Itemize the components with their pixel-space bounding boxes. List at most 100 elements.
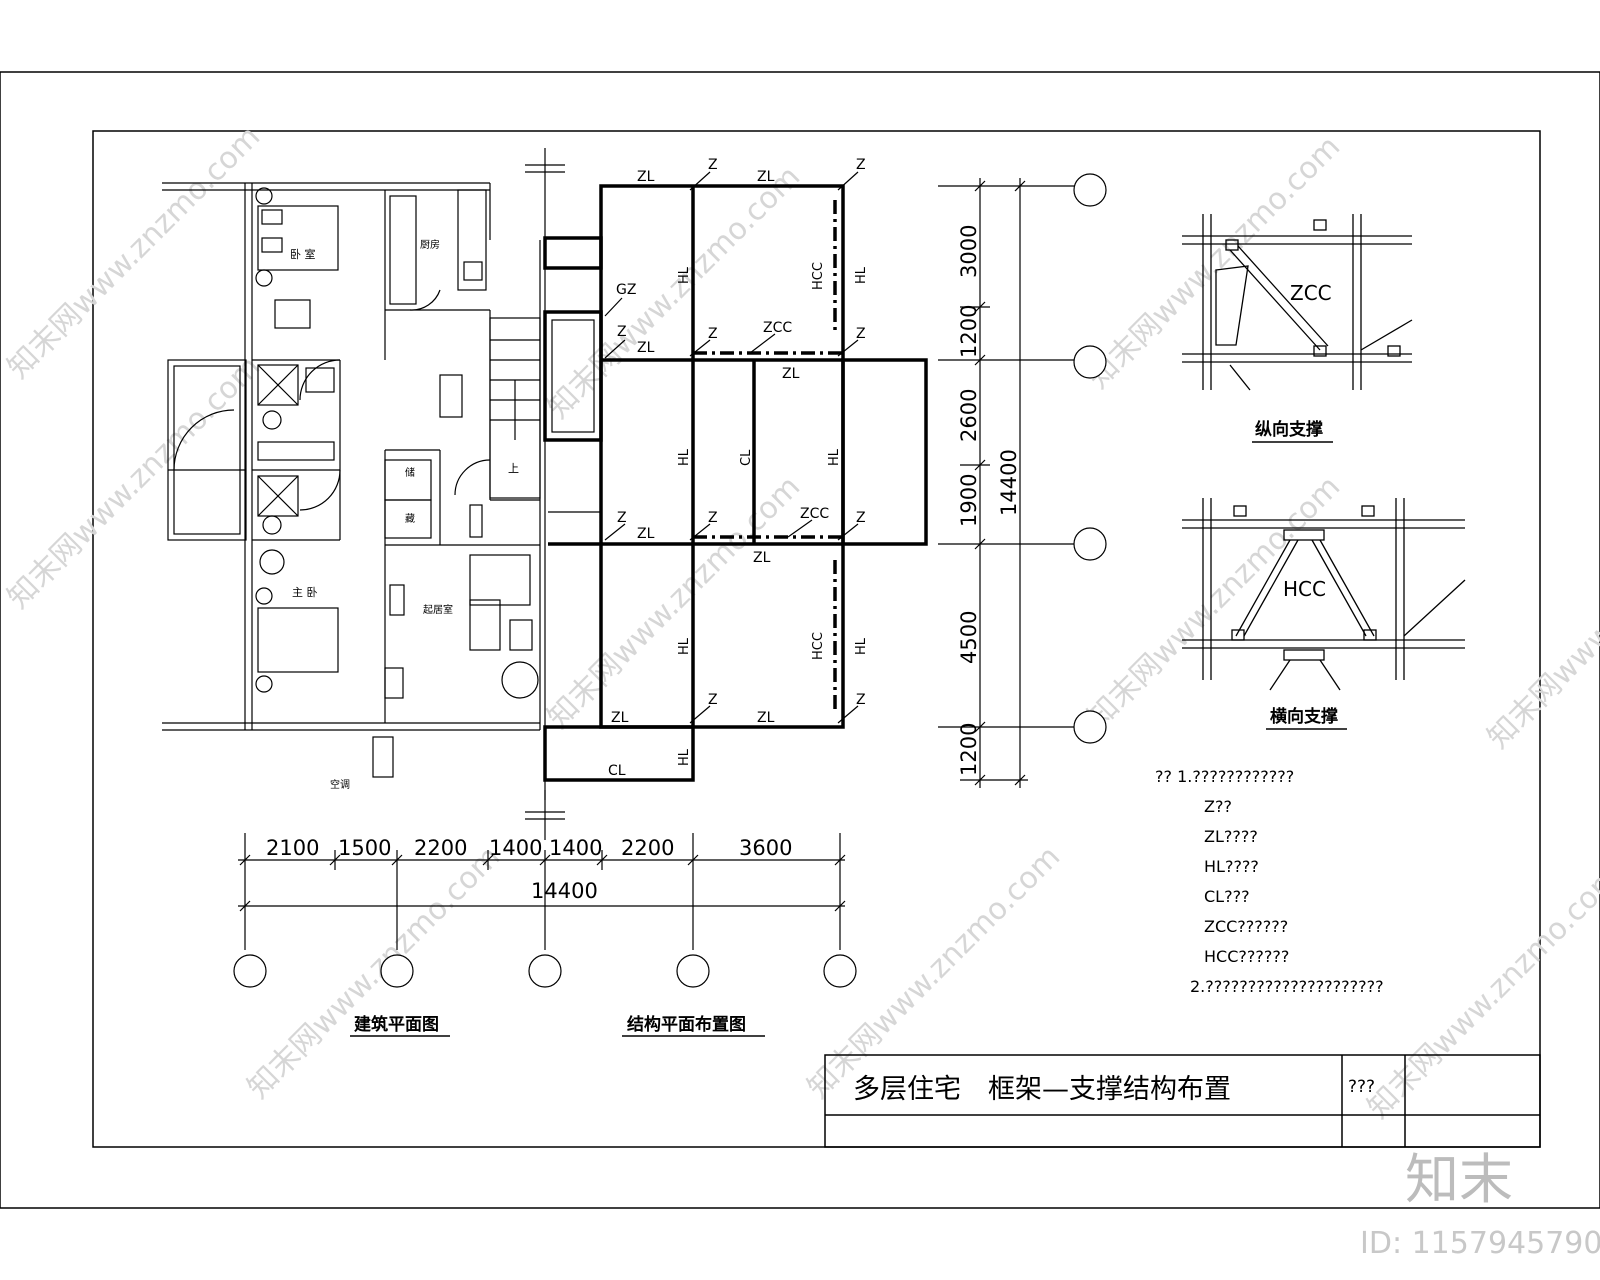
note-line: 2.????????????????????? (1190, 977, 1384, 996)
horizontal-dimension-lines (238, 833, 846, 950)
axis-bubble (1073, 527, 1107, 561)
beam-label-hl: HL (677, 448, 692, 466)
dimension-label: 1900 (957, 474, 981, 527)
note-line: Z?? (1204, 797, 1232, 816)
inner-frame (92, 130, 1541, 1148)
arch-plan-caption: 建筑平面图 (354, 1014, 439, 1035)
axis-bubbles-right (1073, 173, 1107, 744)
note-line: ZCC?????? (1204, 917, 1288, 936)
watermark-text: 知末网www.znzmo.com (1081, 129, 1347, 395)
dimension-label: 2200 (414, 836, 467, 860)
axis-bubble (233, 954, 267, 988)
beam-label-hcc: HCC (811, 262, 826, 290)
dimension-total: 14400 (531, 879, 598, 903)
title-block-code: ??? (1348, 1077, 1375, 1097)
axis-bubble (380, 954, 414, 988)
dimension-label: 2200 (621, 836, 674, 860)
room-label-master-bedroom: 主 卧 (292, 586, 318, 599)
column-label-z: Z (708, 692, 718, 708)
column-label-z: Z (708, 326, 718, 342)
dimension-total: 14400 (997, 449, 1021, 516)
beam-label-cl: CL (608, 763, 626, 779)
beam-label-hl: HL (827, 448, 842, 466)
brace-label-zcc: ZCC (763, 320, 792, 336)
beam-label-zl: ZL (757, 169, 775, 185)
column-label-z: Z (856, 510, 866, 526)
beam-label-zl: ZL (611, 710, 629, 726)
axis-bubbles-bottom (233, 954, 857, 988)
beam-label-zl: ZL (757, 710, 775, 726)
axis-bubble (1073, 173, 1107, 207)
image-id: ID: 1157945790 (1360, 1226, 1600, 1261)
column-label-z: Z (708, 510, 718, 526)
longitudinal-bracing-detail (1182, 214, 1413, 391)
room-label-up: 上 (508, 462, 519, 475)
dimension-label: 3000 (957, 225, 981, 278)
architectural-floor-plan (162, 148, 565, 840)
beam-label-hl: HL (677, 266, 692, 284)
column-label-z: Z (617, 324, 627, 340)
note-line: HL???? (1204, 857, 1259, 876)
axis-bubble (676, 954, 710, 988)
watermark-text: 知末网www.znzmo.com (541, 469, 807, 735)
column-label-z: Z (856, 692, 866, 708)
beam-label-hl: HL (854, 637, 869, 655)
column-label-z: Z (856, 157, 866, 173)
dimension-label: 1400 (489, 836, 542, 860)
column-label-gz: GZ (616, 282, 636, 298)
dimension-label: 1400 (549, 836, 602, 860)
beam-label-zl: ZL (637, 526, 655, 542)
vertical-dimension-lines (938, 178, 1080, 788)
bracing-label-hcc: HCC (1283, 577, 1326, 601)
axis-bubble (1073, 710, 1107, 744)
structural-plan (543, 171, 928, 800)
note-line: ZL???? (1204, 827, 1258, 846)
watermark-text: 知末网www.znzmo.com (1361, 859, 1600, 1125)
beam-label-zl: ZL (753, 550, 771, 566)
longitudinal-bracing-caption: 纵向支撑 (1255, 419, 1323, 440)
note-line: CL??? (1204, 887, 1250, 906)
watermark-text: 知末网www.znzmo.com (1, 349, 267, 615)
watermark-text: 知末网www.znzmo.com (241, 839, 507, 1105)
watermark-text: 知末网www.znzmo.com (1, 119, 267, 385)
dimension-label: 2100 (266, 836, 319, 860)
transverse-bracing-caption: 横向支撑 (1270, 706, 1338, 727)
room-label-storage: 储 (405, 466, 415, 479)
beam-label-hcc: HCC (811, 632, 826, 660)
bracing-label-zcc: ZCC (1290, 281, 1332, 305)
column-label-z: Z (708, 157, 718, 173)
axis-bubble (528, 954, 562, 988)
drawing-title: 多层住宅 框架—支撑结构布置 (853, 1074, 1231, 1105)
room-label-bedroom: 卧 室 (290, 247, 316, 261)
room-label-living: 起居室 (423, 603, 453, 616)
column-label-z: Z (856, 326, 866, 342)
beam-label-cl: CL (739, 449, 754, 466)
dimension-label: 1500 (338, 836, 391, 860)
beam-label-zl: ZL (637, 169, 655, 185)
axis-bubble (1073, 345, 1107, 379)
title-block (824, 1054, 1541, 1148)
notes-heading: ?? 1.???????????? (1155, 767, 1294, 786)
watermark-text: 知末网www.znzmo.com (541, 159, 807, 425)
column-label-z: Z (617, 510, 627, 526)
room-label-storage: 藏 (405, 513, 415, 525)
axis-bubble (823, 954, 857, 988)
room-label-ac: 空调 (330, 778, 350, 791)
watermark-text: 知末网www.znzmo.com (1081, 469, 1347, 735)
dimension-label: 4500 (957, 611, 981, 664)
transverse-bracing-detail (1182, 498, 1466, 691)
note-line: HCC?????? (1204, 947, 1289, 966)
dimension-label: 3600 (739, 836, 792, 860)
struct-plan-caption: 结构平面布置图 (627, 1014, 746, 1035)
beam-label-hl: HL (854, 266, 869, 284)
watermark-logo: 知末 (1405, 1148, 1513, 1211)
dimension-label: 1200 (957, 305, 981, 358)
brace-label-zcc: ZCC (800, 506, 829, 522)
outer-frame (0, 71, 1600, 1209)
beam-label-hl: HL (677, 637, 692, 655)
dimension-label: 1200 (957, 723, 981, 776)
dimension-label: 2600 (957, 389, 981, 442)
beam-label-zl: ZL (782, 366, 800, 382)
room-label-kitchen: 厨房 (420, 238, 440, 251)
